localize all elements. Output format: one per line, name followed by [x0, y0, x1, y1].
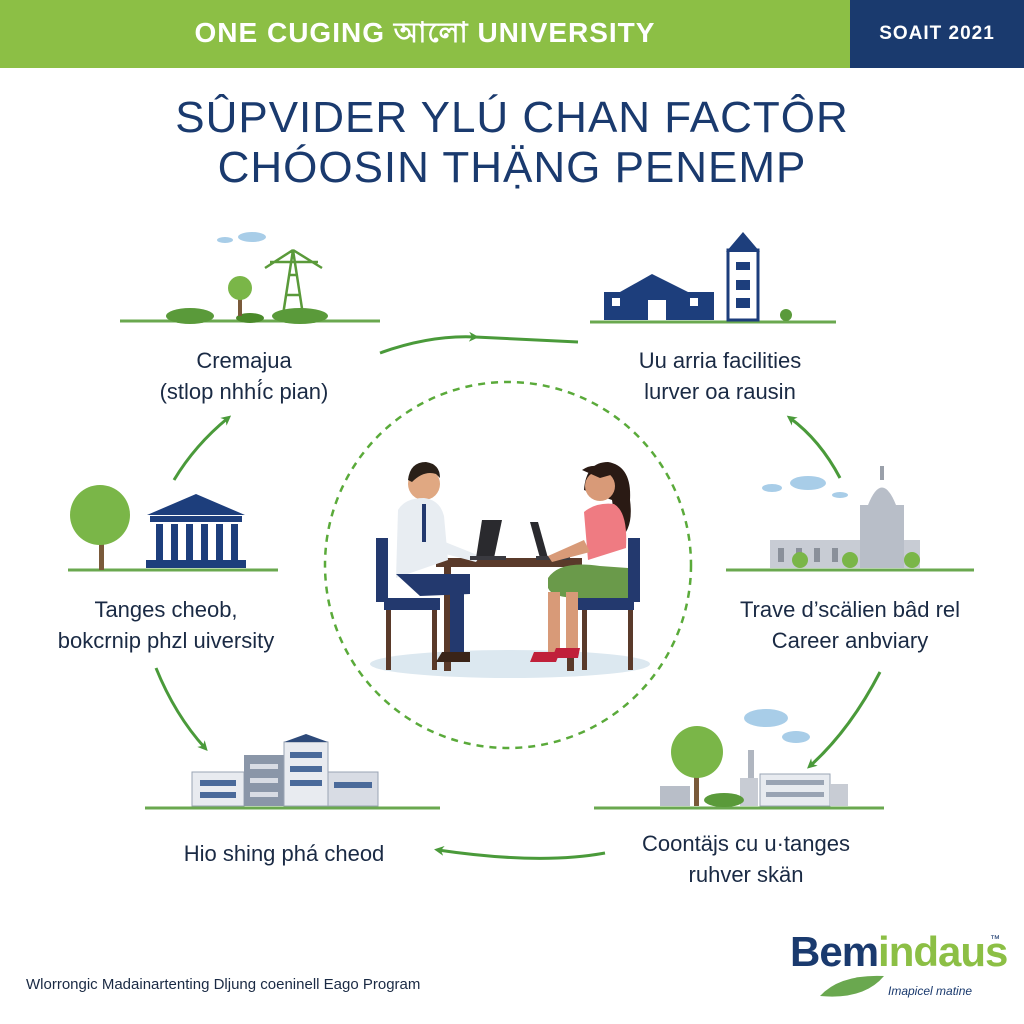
landscape-pylon-illustration	[120, 232, 380, 324]
node-label-line: Hio shing phá cheod	[183, 841, 385, 866]
header-bar: ONE CUGING আলো UNIVERSITY	[0, 0, 850, 68]
arrow-bottom	[434, 845, 606, 860]
arrow-left-upper	[172, 415, 232, 481]
node-label-line: (stlop nhhí́c pian)	[159, 379, 329, 404]
node-label-line: ruhver skän	[688, 862, 804, 887]
node-label-line: Cremajua	[196, 348, 292, 373]
node-label-bottom-right: Coontäjs cu u·tanges ruhver skän	[606, 828, 886, 890]
year-badge-text: SOAIT 2021	[879, 23, 995, 44]
node-label-line: Career anbviary	[771, 628, 929, 653]
factory-illustration	[594, 709, 884, 810]
leaf-icon	[820, 975, 884, 997]
year-badge: SOAIT 2021	[850, 0, 1024, 68]
node-label-left: Tanges cheob, bokcrnip phzl uiversity	[26, 594, 306, 656]
node-label-line: Coontäjs cu u·tanges	[642, 831, 850, 856]
logo-name-part2: indaus	[878, 928, 1008, 975]
page-title-line2: CHÓOSIN THẠ̈NG PENEMP	[217, 143, 807, 192]
logo-tagline: Imapicel matine	[888, 984, 973, 998]
center-dashed-circle	[323, 380, 693, 750]
arrow-right-lower	[807, 671, 882, 769]
node-label-line: bokcrnip phzl uiversity	[57, 628, 275, 653]
node-label-right: Trave d’scälien bâd rel Career anbviary	[700, 594, 1000, 656]
node-label-line: lurver oa rausin	[644, 379, 796, 404]
brand-logo: Bemindaus	[790, 928, 1008, 976]
node-label-line: Uu arria facilities	[638, 348, 802, 373]
node-label-top-left: Cremajua (stlop nhhí́c pian)	[124, 345, 364, 407]
campus-tower-illustration	[590, 232, 836, 324]
arrow-left-lower	[154, 667, 208, 751]
trademark-symbol: ™	[990, 934, 1000, 945]
columned-building-illustration	[68, 485, 278, 572]
arrow-right-upper	[786, 415, 842, 479]
footer-program-text: Wlorrongic Madainartenting Dljung coenin…	[26, 976, 421, 993]
arrow-top	[379, 331, 479, 355]
page-title-line1: SÛPVIDER YLÚ CHAN FACTÔR	[175, 93, 849, 142]
node-label-top-right: Uu arria facilities lurver oa rausin	[600, 345, 840, 407]
meeting-illustration	[370, 462, 650, 678]
node-label-line: Tanges cheob,	[94, 597, 238, 622]
capitol-building-illustration	[726, 466, 974, 572]
node-label-bottom-left: Hio shing phá cheod	[154, 838, 414, 869]
arrow-top-tail	[474, 335, 579, 344]
brand-title: ONE CUGING আলো UNIVERSITY	[194, 16, 656, 48]
node-label-line: Trave d’scälien bâd rel	[739, 597, 961, 622]
logo-name-part1: Bem	[790, 928, 879, 975]
modern-buildings-illustration	[145, 734, 440, 810]
